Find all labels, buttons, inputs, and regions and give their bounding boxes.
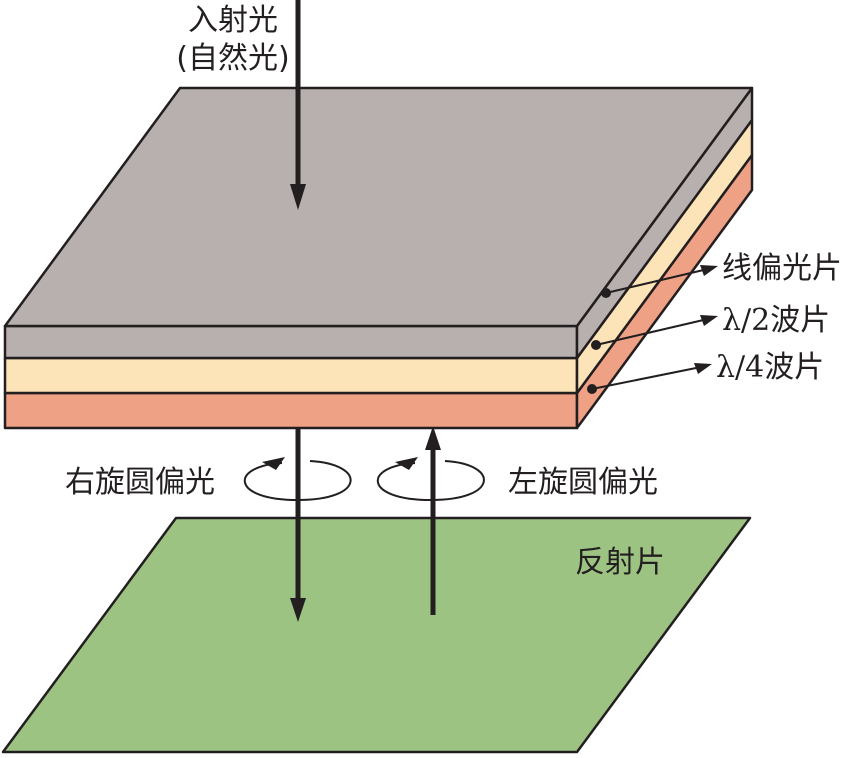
right-circular-label: 右旋圆偏光 <box>65 465 215 500</box>
left-circular-label: 左旋圆偏光 <box>508 465 658 500</box>
reflected-up-arrowhead <box>425 426 441 450</box>
reflected-down-arrowhead <box>290 598 306 622</box>
quarter-wave-plate-front <box>3 391 579 430</box>
polarizer-leader-line <box>605 267 713 294</box>
linear-polarizer-front <box>3 324 579 360</box>
quarter-wave-leader-line <box>591 365 707 390</box>
polarizer-leader-arrow <box>700 265 718 276</box>
right-circular-ellipse <box>243 460 352 502</box>
reflector-plate <box>1 516 752 754</box>
linear-polarizer-label: 线偏光片 <box>722 251 842 286</box>
half-wave-plate-label: λ/2波片 <box>722 303 830 338</box>
half-wave-plate-front <box>3 356 579 395</box>
reflector-label: 反射片 <box>575 545 665 580</box>
quarter-wave-leader-arrow <box>694 363 712 374</box>
incident-arrowhead <box>290 184 306 210</box>
half-wave-leader-arrow <box>700 315 718 326</box>
left-circular-ellipse <box>376 460 485 502</box>
right-circular-arrowtip <box>262 457 285 470</box>
linear-polarizer-top <box>3 86 754 328</box>
natural-light-label: (自然光) <box>176 41 289 76</box>
half-wave-leader-line <box>595 317 713 346</box>
quarter-wave-plate-label: λ/4波片 <box>716 350 824 385</box>
left-circular-arrowtip <box>395 457 418 470</box>
incident-light-label: 入射光 <box>188 3 278 38</box>
